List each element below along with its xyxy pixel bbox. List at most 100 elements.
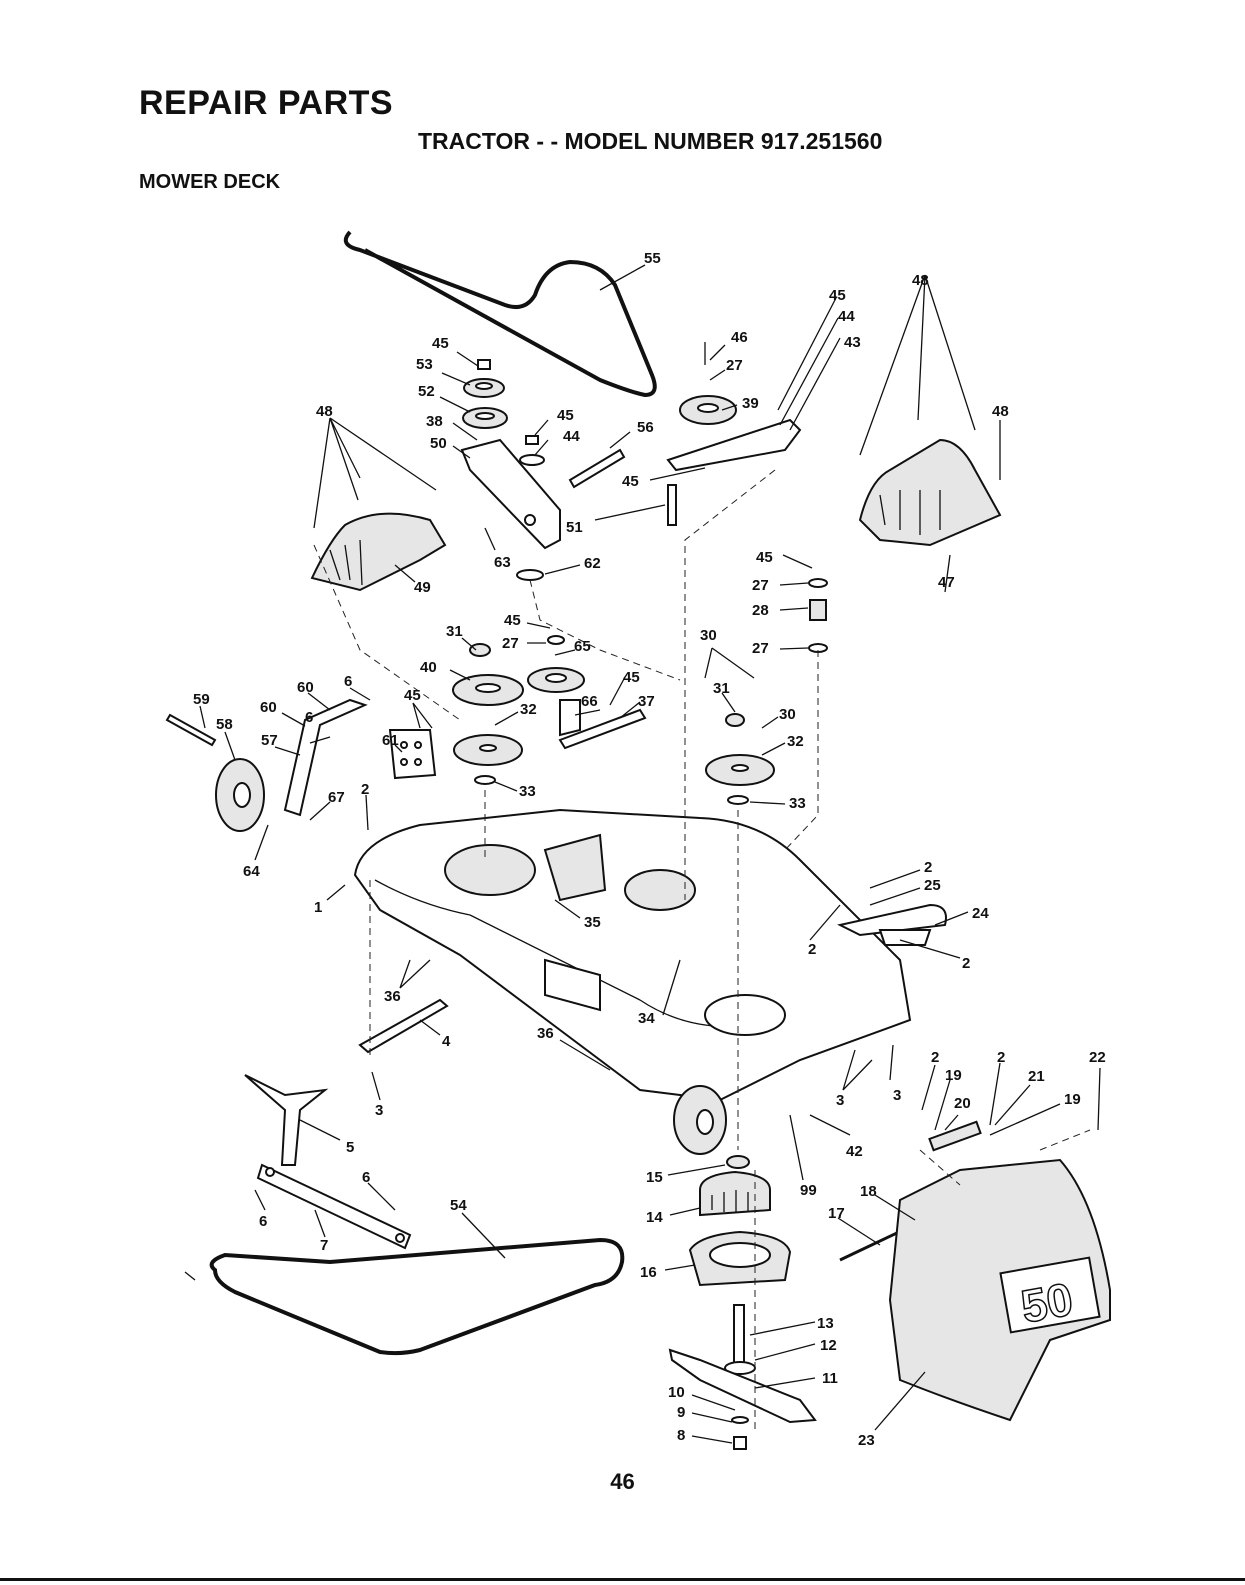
bracket-5 bbox=[244, 1074, 329, 1166]
callouts: 55 45 53 52 38 50 45 44 56 45 51 63 62 4… bbox=[193, 250, 1106, 1449]
pulley-65 bbox=[527, 635, 585, 693]
callout-58: 58 bbox=[216, 716, 233, 733]
mower-deck-1 bbox=[353, 808, 912, 1102]
callout-45: 45 bbox=[557, 407, 574, 424]
callout-20: 20 bbox=[954, 1095, 971, 1112]
callout-17: 17 bbox=[828, 1205, 845, 1222]
callout-45: 45 bbox=[756, 549, 773, 566]
callout-38: 38 bbox=[426, 413, 443, 430]
belt-cover-47 bbox=[858, 438, 1002, 547]
callout-23: 23 bbox=[858, 1432, 875, 1449]
callout-56: 56 bbox=[637, 419, 654, 436]
callout-4: 4 bbox=[442, 1033, 451, 1050]
callout-67: 67 bbox=[328, 789, 345, 806]
page-title: REPAIR PARTS bbox=[139, 84, 394, 122]
callout-8: 8 bbox=[677, 1427, 685, 1444]
callout-65: 65 bbox=[574, 638, 591, 655]
drive-belt-54 bbox=[209, 1237, 625, 1356]
washer-62 bbox=[516, 569, 544, 581]
pulley-32-left bbox=[453, 734, 523, 785]
callout-6: 6 bbox=[344, 673, 352, 690]
callout-2: 2 bbox=[962, 955, 970, 972]
callout-99: 99 bbox=[800, 1182, 817, 1199]
idler-arm-43 bbox=[666, 418, 802, 472]
bottom-rule bbox=[0, 1578, 1245, 1581]
callout-52: 52 bbox=[418, 383, 435, 400]
callout-24: 24 bbox=[972, 905, 989, 922]
bracket-4 bbox=[358, 998, 449, 1054]
callout-50: 50 bbox=[430, 435, 447, 452]
callout-6: 6 bbox=[362, 1169, 370, 1186]
callout-16: 16 bbox=[640, 1264, 657, 1281]
callout-2: 2 bbox=[361, 781, 369, 798]
callout-43: 43 bbox=[844, 334, 861, 351]
callout-60: 60 bbox=[297, 679, 314, 696]
spring-51 bbox=[667, 484, 677, 526]
callout-55: 55 bbox=[644, 250, 661, 267]
callout-48: 48 bbox=[316, 403, 333, 420]
callout-3: 3 bbox=[836, 1092, 844, 1109]
callout-2: 2 bbox=[931, 1049, 939, 1066]
callout-11: 11 bbox=[822, 1370, 838, 1387]
callout-48: 48 bbox=[912, 272, 929, 289]
callout-15: 15 bbox=[646, 1169, 663, 1186]
callout-45: 45 bbox=[623, 669, 640, 686]
callout-61: 61 bbox=[382, 732, 399, 749]
idler-pulley-52 bbox=[462, 407, 508, 429]
callout-6: 6 bbox=[259, 1213, 267, 1230]
callout-33: 33 bbox=[519, 783, 536, 800]
callout-30: 30 bbox=[700, 627, 717, 644]
callout-10: 10 bbox=[668, 1384, 685, 1401]
callout-30: 30 bbox=[779, 706, 796, 723]
spring-56 bbox=[568, 448, 626, 489]
page-number: 46 bbox=[610, 1469, 635, 1494]
callout-42: 42 bbox=[846, 1143, 863, 1160]
gauge-wheel-58 bbox=[215, 758, 265, 832]
callout-27: 27 bbox=[726, 357, 743, 374]
callout-53: 53 bbox=[416, 356, 433, 373]
bracket-37 bbox=[558, 708, 647, 750]
callout-13: 13 bbox=[817, 1315, 834, 1332]
callout-6: 6 bbox=[305, 709, 313, 726]
callout-57: 57 bbox=[261, 732, 278, 749]
callout-19: 19 bbox=[1064, 1091, 1081, 1108]
drive-belt-55 bbox=[343, 230, 657, 398]
callout-7: 7 bbox=[320, 1237, 328, 1254]
callout-45: 45 bbox=[622, 473, 639, 490]
callout-27: 27 bbox=[752, 577, 769, 594]
callout-40: 40 bbox=[420, 659, 437, 676]
spring-20 bbox=[928, 1120, 982, 1152]
section-heading: MOWER DECK bbox=[139, 171, 281, 193]
model-subtitle: TRACTOR - - MODEL NUMBER 917.251560 bbox=[418, 128, 883, 154]
callout-63: 63 bbox=[494, 554, 511, 571]
callout-36: 36 bbox=[537, 1025, 554, 1042]
callout-35: 35 bbox=[584, 914, 601, 931]
idler-pulley-39 bbox=[679, 395, 737, 425]
callout-45: 45 bbox=[504, 612, 521, 629]
callout-31: 31 bbox=[713, 680, 730, 697]
pulley-32-right bbox=[705, 713, 775, 805]
callout-31: 31 bbox=[446, 623, 463, 640]
callout-45: 45 bbox=[432, 335, 449, 352]
bracket-24 bbox=[837, 903, 947, 946]
callout-27: 27 bbox=[752, 640, 769, 657]
callout-54: 54 bbox=[450, 1197, 467, 1214]
callout-3: 3 bbox=[893, 1087, 901, 1104]
spindle-pulley-40 bbox=[452, 643, 524, 706]
bracket-66 bbox=[559, 699, 581, 737]
callout-49: 49 bbox=[414, 579, 431, 596]
callout-3: 3 bbox=[375, 1102, 383, 1119]
bracket-61 bbox=[388, 729, 437, 780]
callout-46: 46 bbox=[731, 329, 748, 346]
assembly-lines bbox=[313, 469, 1091, 1430]
callout-27: 27 bbox=[502, 635, 519, 652]
callout-32: 32 bbox=[787, 733, 804, 750]
callout-12: 12 bbox=[820, 1337, 837, 1354]
washer-44-a bbox=[519, 435, 545, 466]
callout-1: 1 bbox=[314, 899, 322, 916]
callout-37: 37 bbox=[638, 693, 655, 710]
callout-9: 9 bbox=[677, 1404, 685, 1421]
mower-blade-10 bbox=[668, 1348, 817, 1424]
wheel-bracket-57 bbox=[283, 698, 368, 817]
